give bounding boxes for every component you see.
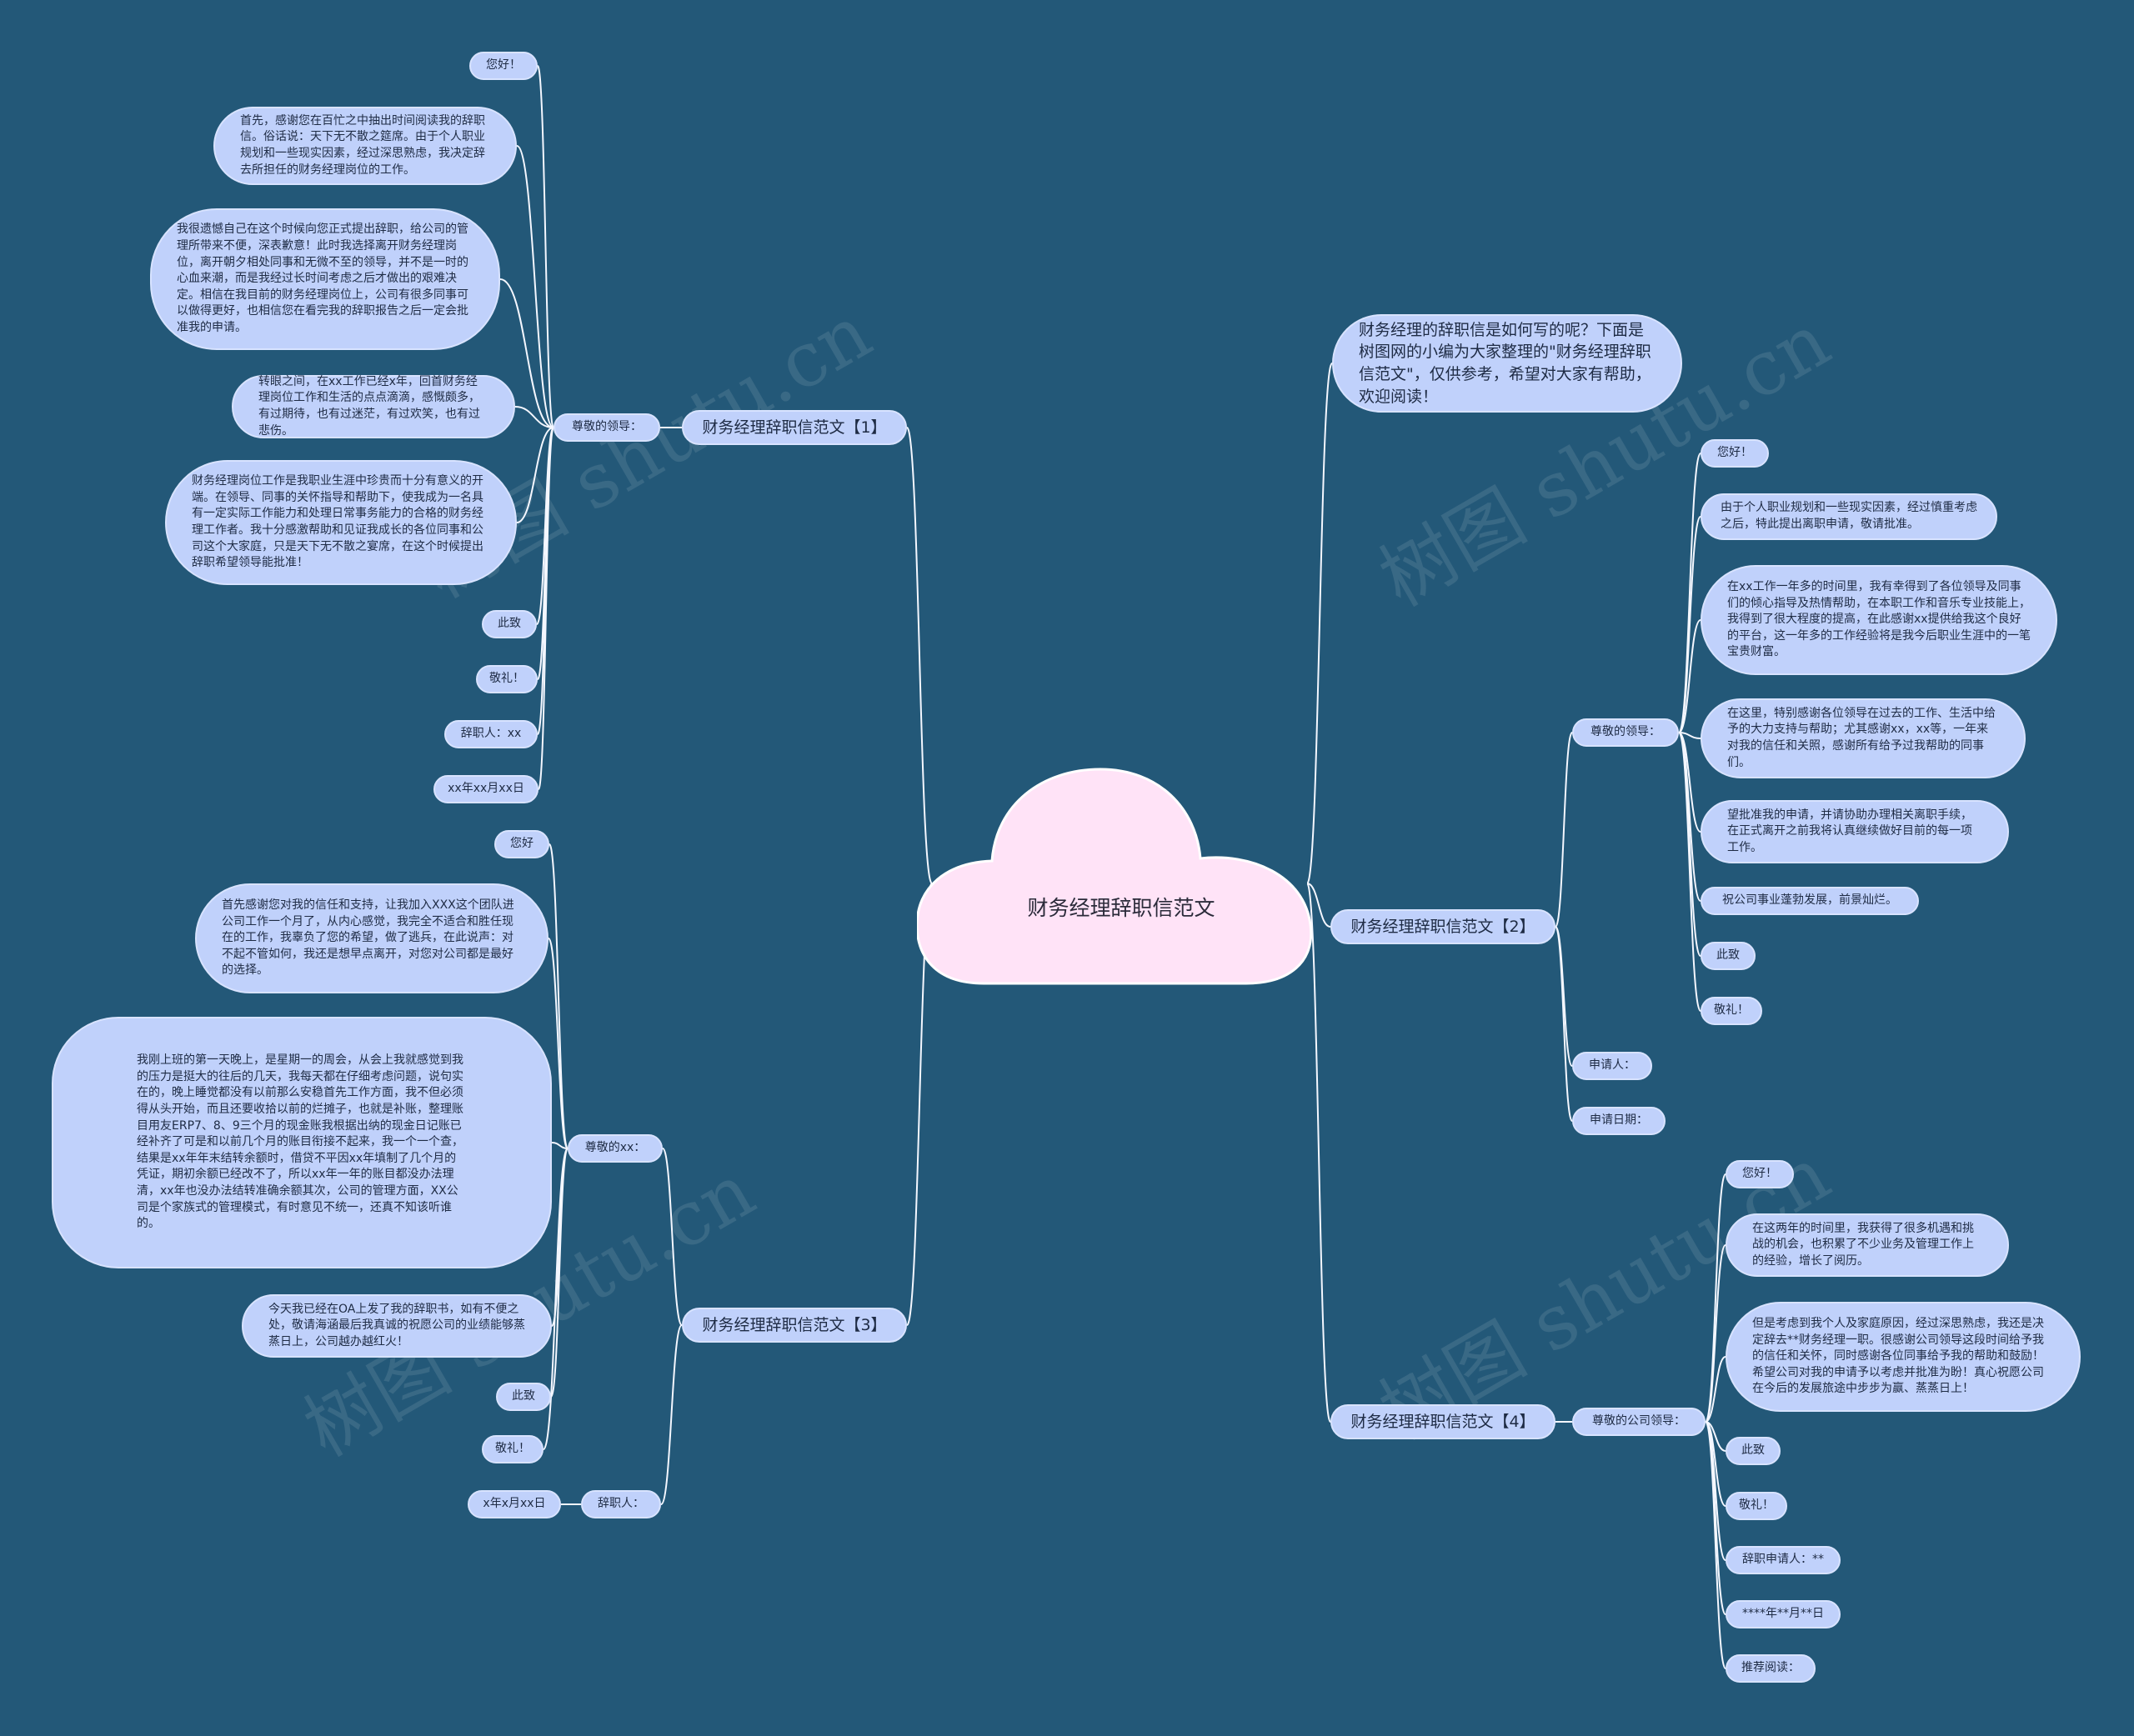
branch-4-signer[interactable]: 辞职申请人：**	[1726, 1546, 1841, 1574]
branch-2-paragraph-2[interactable]: 在xx工作一年多的时间里，我有幸得到了各位领导及同事们的倾心指导及热情帮助，在本…	[1701, 565, 2057, 675]
connector-line	[516, 145, 554, 428]
root-title[interactable]: 财务经理辞职信范文	[1027, 896, 1215, 920]
branch-4-closing-1[interactable]: 此致	[1726, 1437, 1781, 1465]
branch-1-label[interactable]: 财务经理辞职信范文【1】	[682, 410, 907, 445]
branch-3-paragraph-3[interactable]: 今天我已经在OA上发了我的辞职书，如有不便之处，敬请海涵最后我真诚的祝愿公司的业…	[242, 1294, 552, 1358]
branch-2-applicant[interactable]: 申请人：	[1572, 1052, 1652, 1080]
connector-line	[499, 278, 554, 428]
connector-line	[1306, 363, 1333, 884]
connector-line	[543, 1148, 569, 1450]
connector-line	[538, 427, 554, 790]
branch-3-paragraph-1[interactable]: 首先感谢您对我的信任和支持，让我加入XXX这个团队进公司工作一个月了，从内心感觉…	[195, 883, 549, 993]
connector-line	[550, 1148, 569, 1398]
branch-4-closing-2[interactable]: 敬礼！	[1726, 1492, 1787, 1520]
branch-1-paragraph-3[interactable]: 转眼之间，在xx工作已经x年，回首财务经理岗位工作和生活的点点滴滴，感慨颇多，有…	[232, 375, 515, 438]
branch-2-paragraph-1[interactable]: 由于个人职业规划和一些现实因素，经过慎重考虑之后，特此提出离职申请，敬请批准。	[1701, 493, 1997, 540]
branch-3-closing-2[interactable]: 敬礼！	[482, 1435, 544, 1463]
branch-2-closing-2[interactable]: 敬礼！	[1701, 997, 1762, 1025]
branch-1-closing-2[interactable]: 敬礼！	[476, 665, 538, 693]
branch-1-paragraph-4[interactable]: 财务经理岗位工作是我职业生涯中珍贵而十分有意义的开端。在领导、同事的关怀指导和帮…	[165, 460, 517, 585]
branch-2-greeting[interactable]: 尊敬的领导：	[1572, 718, 1679, 747]
branch-3-signer[interactable]: 辞职人：	[581, 1490, 661, 1518]
branch-4-paragraph-1[interactable]: 在这两年的时间里，我获得了很多机遇和挑战的机会，也积累了不少业务及管理工作上的经…	[1726, 1213, 2009, 1277]
branch-3-paragraph-2[interactable]: 我刚上班的第一天晚上，是星期一的周会，从会上我就感觉到我的压力是挺大的往后的几天…	[52, 1017, 552, 1268]
branch-4-date[interactable]: ****年**月**日	[1726, 1600, 1841, 1628]
connector-line	[537, 427, 554, 735]
intro-text[interactable]: 财务经理的辞职信是如何写的呢？下面是树图网的小编为大家整理的"财务经理辞职信范文…	[1332, 314, 1682, 413]
branch-1-closing-1[interactable]: 此致	[482, 610, 537, 638]
connector-line	[514, 406, 554, 428]
connector-line	[1555, 926, 1573, 1067]
branch-1-hello[interactable]: 您好！	[469, 52, 538, 80]
branch-2-label[interactable]: 财务经理辞职信范文【2】	[1330, 909, 1555, 944]
branch-4-greeting[interactable]: 尊敬的公司领导：	[1572, 1408, 1706, 1436]
connector-line	[1705, 1244, 1726, 1423]
connector-line	[1678, 619, 1701, 733]
branch-1-paragraph-2[interactable]: 我很遗憾自己在这个时候向您正式提出辞职，给公司的管理所带来不便，深表歉意！此时我…	[150, 208, 500, 350]
connector-line	[551, 1142, 569, 1149]
branch-2-hello[interactable]: 您好！	[1701, 439, 1769, 468]
connector-line	[1306, 883, 1331, 928]
connector-line	[549, 843, 569, 1149]
branch-3-hello[interactable]: 您好	[494, 830, 549, 858]
connector-line	[548, 938, 569, 1149]
connector-line	[1555, 926, 1573, 1122]
branch-3-label[interactable]: 财务经理辞职信范文【3】	[682, 1308, 907, 1343]
connector-line	[906, 427, 933, 884]
branch-4-recommend[interactable]: 推荐阅读：	[1726, 1654, 1816, 1683]
connector-line	[516, 427, 554, 523]
branch-3-greeting[interactable]: 尊敬的xx：	[568, 1134, 663, 1163]
connector-line	[662, 1148, 683, 1326]
connector-line	[1306, 883, 1331, 1423]
connector-line	[660, 1324, 683, 1505]
connector-line	[1555, 732, 1573, 928]
root-cloud-shape	[917, 768, 1313, 985]
branch-1-greeting[interactable]: 尊敬的领导：	[554, 413, 660, 442]
branch-4-paragraph-2[interactable]: 但是考虑到我个人及家庭原因，经过深思熟虑，我还是决定辞去**财务经理一职。很感谢…	[1726, 1302, 2081, 1412]
branch-4-hello[interactable]: 您好！	[1726, 1160, 1794, 1188]
branch-1-date[interactable]: xx年xx月xx日	[433, 775, 539, 803]
branch-2-paragraph-4[interactable]: 望批准我的申请，并请协助办理相关离职手续，在正式离开之前我将认真继续做好目前的每…	[1701, 800, 2009, 863]
connector-line	[1678, 732, 1701, 1012]
connector-line	[1705, 1421, 1726, 1669]
branch-2-closing-1[interactable]: 此致	[1701, 942, 1756, 970]
branch-2-wish[interactable]: 祝公司事业蓬勃发展，前景灿烂。	[1701, 887, 1919, 915]
branch-4-label[interactable]: 财务经理辞职信范文【4】	[1330, 1404, 1555, 1439]
branch-1-signer[interactable]: 辞职人：xx	[444, 720, 538, 748]
branch-1-paragraph-1[interactable]: 首先，感谢您在百忙之中抽出时间阅读我的辞职信。俗话说：天下无不散之筵席。由于个人…	[213, 107, 517, 185]
branch-3-date[interactable]: x年x月xx日	[468, 1490, 561, 1518]
connector-line	[537, 65, 554, 428]
branch-3-closing-1[interactable]: 此致	[496, 1383, 551, 1411]
branch-2-paragraph-3[interactable]: 在这里，特别感谢各位领导在过去的工作、生活中给予的大力支持与帮助；尤其感谢xx，…	[1701, 698, 2026, 778]
connector-line	[1705, 1356, 1726, 1423]
branch-2-date[interactable]: 申请日期：	[1572, 1107, 1666, 1135]
connector-line	[1678, 516, 1701, 733]
connector-line	[1678, 732, 1701, 739]
connector-line	[1678, 453, 1701, 733]
connector-line	[1678, 732, 1701, 957]
